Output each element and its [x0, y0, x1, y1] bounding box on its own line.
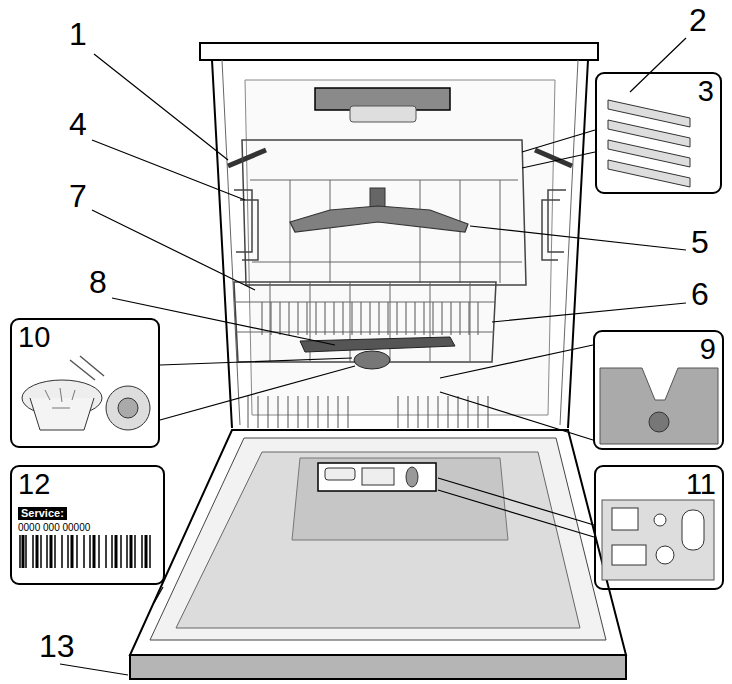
- callout-number: 5: [690, 226, 710, 258]
- basket-hook: [234, 190, 566, 260]
- callout-number: 2: [688, 4, 708, 36]
- inner-wall: [222, 60, 578, 425]
- filter-knob: [106, 386, 150, 430]
- lower-basket-wire: [234, 282, 496, 362]
- callout-number: 6: [690, 278, 710, 310]
- filter-knob-center: [118, 398, 138, 418]
- callout-anchor: 8: [88, 266, 108, 298]
- inset-box: 10: [10, 318, 160, 448]
- barcode: [23, 535, 146, 568]
- rail-detail: [608, 160, 690, 187]
- rack-rail: [228, 150, 572, 166]
- dispenser-detail-cap: [656, 546, 674, 564]
- upper-basket: [242, 140, 526, 285]
- callout-anchor: 4: [68, 108, 88, 140]
- sump-cover: [600, 368, 718, 444]
- callout-anchor: 5: [690, 226, 710, 258]
- basket-tine: [262, 302, 478, 335]
- callout-number: 7: [68, 180, 88, 212]
- inset-box: 3: [595, 72, 722, 194]
- callout-number: 8: [88, 266, 108, 298]
- callout-number: 11: [686, 470, 716, 499]
- dispenser-detail: [602, 500, 714, 580]
- callout-anchor: 1: [68, 18, 88, 50]
- inset-box: 12Service: 0000 000 00000: [10, 465, 165, 585]
- callout-number: 13: [38, 630, 76, 662]
- door: [130, 430, 626, 655]
- hand-detail: [70, 356, 104, 380]
- inset-box: 9: [593, 330, 724, 450]
- barcode: [20, 535, 150, 568]
- basket-tine: [248, 396, 488, 428]
- dispenser-lid: [325, 468, 355, 480]
- filter-dirt: [45, 388, 75, 408]
- callout-anchor: 13: [38, 630, 76, 662]
- door-panel-top: [292, 458, 508, 540]
- lower-basket: [234, 282, 496, 362]
- service-label-text: 0000 000 00000: [18, 523, 90, 533]
- dispenser-detail-box: [612, 508, 638, 530]
- service-label-text: Service:: [18, 507, 67, 520]
- filter-cap: [354, 351, 390, 369]
- sump-drain: [649, 412, 669, 432]
- callout-number: 3: [698, 77, 714, 106]
- dispenser-detail-box: [612, 545, 646, 565]
- detergent-dispenser: [318, 463, 436, 491]
- top-spray-unit-light: [350, 106, 416, 122]
- upper-spray-arm: [290, 206, 468, 232]
- lower-spray-arm: [300, 337, 455, 352]
- top-plate: [200, 43, 598, 60]
- callout-anchor: 7: [68, 180, 88, 212]
- callout-number: 9: [700, 335, 716, 364]
- inset-box: 11: [594, 465, 724, 590]
- door-front: [130, 655, 626, 679]
- callout-number: 4: [68, 108, 88, 140]
- callout-anchor: 6: [690, 278, 710, 310]
- callout-anchor: 2: [688, 4, 708, 36]
- door-inner: [150, 438, 606, 640]
- filter-mesh: [30, 398, 94, 430]
- upper-basket-wire: [250, 180, 522, 283]
- callout-number: 1: [68, 18, 88, 50]
- tub-back: [245, 80, 555, 415]
- callout-number: 12: [18, 470, 50, 499]
- callout-number: 10: [18, 323, 50, 352]
- rinse-aid-cap: [406, 467, 418, 487]
- dispenser-compartment: [362, 468, 394, 485]
- dispenser-detail-dot: [654, 514, 666, 526]
- dispenser-detail-window: [682, 510, 704, 550]
- side-wall: [212, 60, 588, 428]
- door-panel: [176, 452, 580, 628]
